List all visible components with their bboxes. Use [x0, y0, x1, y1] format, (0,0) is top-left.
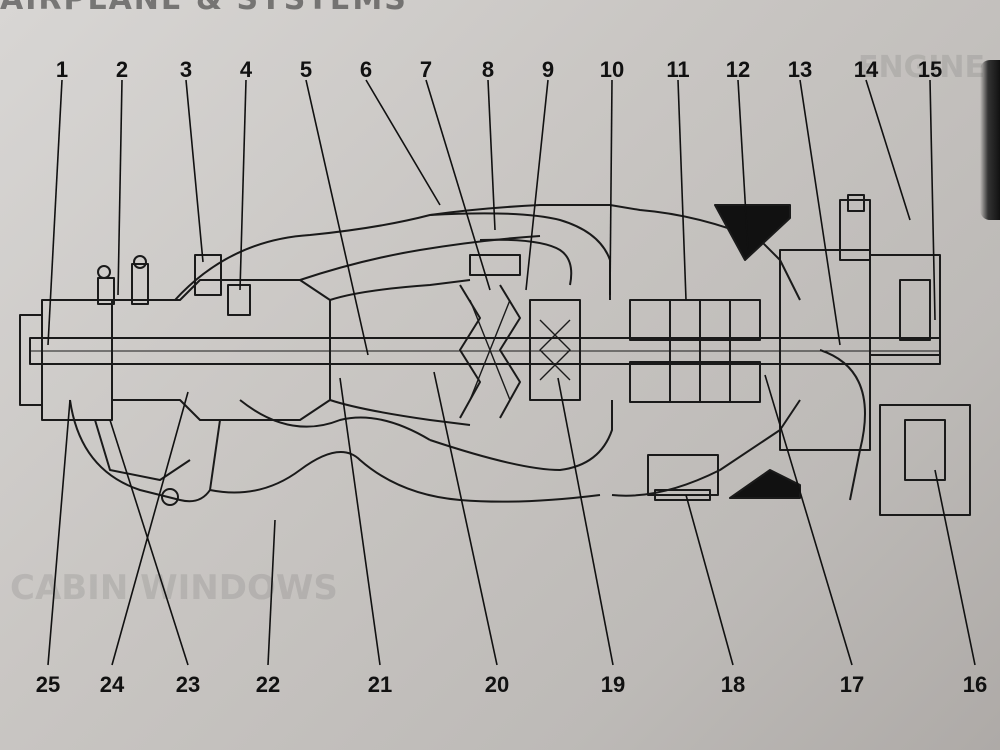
engine-drawing	[19, 194, 971, 516]
callout-11: 11	[666, 57, 689, 82]
callout-9: 9	[542, 57, 554, 82]
page-header-title: AIRPLANE & SYSTEMS	[0, 0, 408, 17]
callout-8: 8	[482, 57, 494, 82]
callout-22: 22	[256, 672, 280, 697]
callout-24: 24	[100, 672, 125, 697]
callout-20: 20	[485, 672, 509, 697]
callout-13: 13	[788, 57, 812, 82]
callout-19: 19	[601, 672, 625, 697]
callout-3: 3	[180, 57, 192, 82]
callout-21: 21	[368, 672, 392, 697]
callout-4: 4	[240, 57, 253, 82]
binder-edge	[980, 60, 1000, 220]
callout-15: 15	[918, 57, 942, 82]
callout-12: 12	[726, 57, 750, 82]
callout-23: 23	[176, 672, 200, 697]
callout-10: 10	[600, 57, 624, 82]
callout-7: 7	[420, 57, 432, 82]
callout-5: 5	[300, 57, 312, 82]
callout-6: 6	[360, 57, 372, 82]
callout-2: 2	[116, 57, 128, 82]
callout-14: 14	[854, 57, 879, 82]
engine-heading: ENGINE	[858, 50, 985, 85]
callout-1: 1	[56, 57, 68, 82]
callout-25: 25	[36, 672, 60, 697]
bottom-callouts: 25 24 23 22 21 20 19 18 17 16	[36, 672, 987, 697]
top-callouts: 1 2 3 4 5 6 7 8 9 10 11 12 13 14 15	[56, 57, 942, 82]
callout-17: 17	[840, 672, 864, 697]
callout-18: 18	[721, 672, 745, 697]
callout-16: 16	[963, 672, 987, 697]
leader-lines	[47, 79, 976, 666]
cabin-windows-heading: CABIN WINDOWS	[10, 568, 338, 608]
